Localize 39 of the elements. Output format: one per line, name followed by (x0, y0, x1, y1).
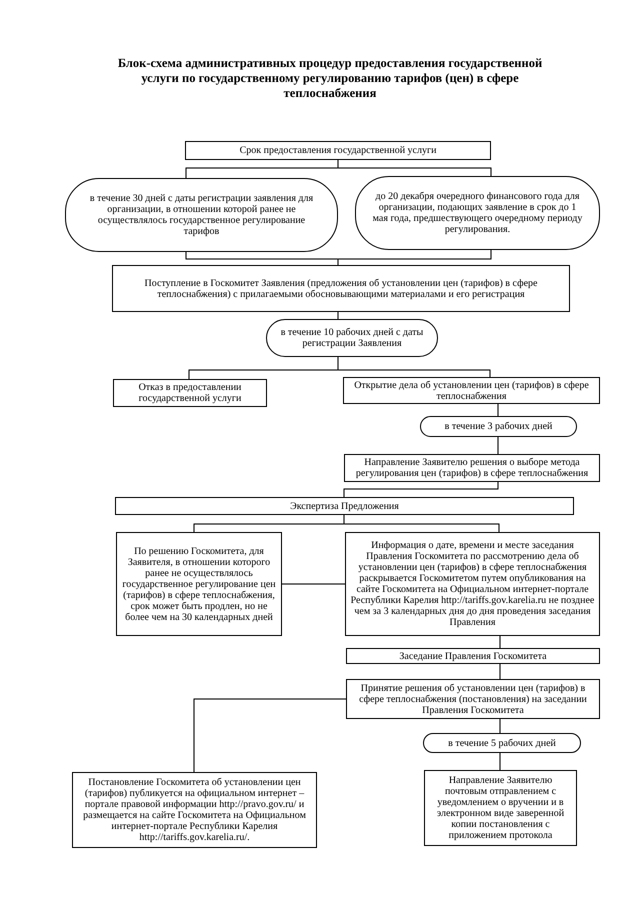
process-box (346, 648, 600, 664)
step-text: до 20 декабря очередного финансового года для организации, подающих заявление в срок до 1 мая года, предшествующего очередному периоду регулирования. (372, 191, 584, 235)
process-box (345, 532, 600, 636)
step-text: Поступление в Госкомитет Заявления (предложения об установлении цен (тарифов) в сфере теплоснабжения) с прилагаемыми обосновывающими материалами и его регистрация (144, 278, 538, 300)
process-box (344, 454, 600, 482)
step-text: Направление Заявителю почтовым отправлением с уведомлением о вручении и в электронном виде заверенной копии постановления с приложением протокола (436, 775, 566, 841)
step-text: в течение 10 рабочих дней с даты регистрации Заявления (280, 327, 424, 349)
process-box (72, 772, 317, 848)
step-text: Заседание Правления Госкомитета (399, 650, 547, 662)
duration-capsule (420, 416, 577, 437)
process-box (112, 265, 570, 312)
connector-line (338, 356, 490, 378)
duration-capsule (266, 319, 438, 357)
step-text: Экспертиза Предложения (290, 500, 399, 512)
step-text: в течение 3 рабочих дней (444, 421, 552, 432)
step-text: Срок предоставления государственной услуги (240, 145, 436, 156)
step-text: Направление Заявителю решения о выборе метода регулирования цен (тарифов) в сфере теплоснабжения (354, 457, 590, 479)
step-text: в течение 30 дней с даты регистрации заявления для организации, в отношении которой ранее не осуществлялось государственное регулирование тарифов (88, 193, 314, 237)
connector-line (344, 482, 498, 498)
process-box (185, 141, 491, 160)
step-text: Принятие решения об установлении цен (тарифов) в сфере теплоснабжения (постановления) на заседании Правления Госкомитета (358, 682, 588, 716)
step-text: По решению Госкомитета, для Заявителя, в отношении которого ранее не осуществлялось государственное регулирование цен (тарифов) в сфере теплоснабжения, срок может быть продлен, но не более чем на 30 календарных дней (121, 546, 277, 622)
connector-line (344, 514, 500, 532)
connector-line (194, 698, 346, 772)
diagram-title: Блок-схема административных процедур предоставления государственной услуги по государственному регулированию тарифов (цен) в сфере теплоснабжения (116, 56, 544, 101)
step-text: Информация о дате, времени и месте заседания Правления Госкомитета по рассмотрению дела об установлении цен (тарифов) в сфере теплоснабжения раскрывается Госкомитетом путем опубликования на сайте Госкомитета на Официальном интернет-портале Республики Карелия http://tariffs.gov.karelia.ru не позднее чем за 3 календарных дня до дня проведения заседания Правления (350, 540, 596, 628)
step-text: Отказ в предоставлении государственной услуги (138, 382, 242, 404)
step-text: Постановление Госкомитета об установлении цен (тарифов) публикуется на официальном интернет – портале правовой информации http://pravo.gov.ru/ и размещается на сайте Госкомитета на Официальном интернет-портале Республики Карелия http://tariffs.gov.karelia.ru/. (82, 777, 307, 843)
process-box (113, 379, 267, 407)
process-box (346, 679, 600, 719)
connector-line (338, 160, 492, 176)
step-text: Открытие дела об установлении цен (тарифов) в сфере теплоснабжения (353, 380, 590, 402)
process-box (343, 377, 600, 404)
process-box (424, 770, 577, 846)
process-box (116, 532, 282, 636)
step-text: в течение 5 рабочих дней (448, 738, 556, 748)
duration-capsule (423, 733, 581, 753)
process-box (115, 497, 574, 515)
connector-line (338, 250, 492, 266)
